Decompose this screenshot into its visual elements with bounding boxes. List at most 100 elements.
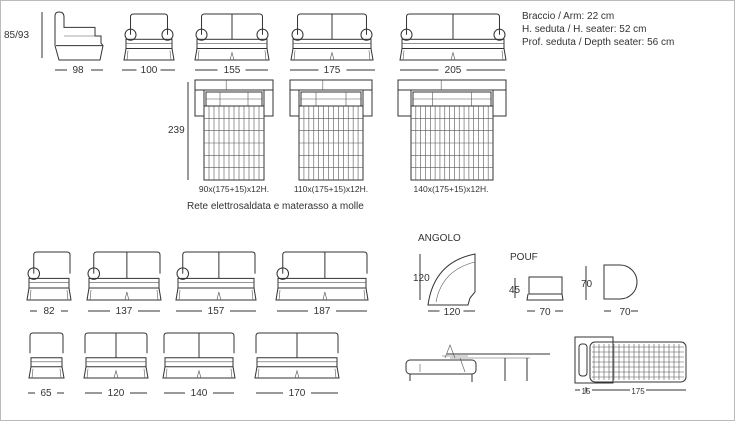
bed-arm xyxy=(194,89,205,117)
bed-caption: 140x(175+15)x12H. xyxy=(414,184,489,194)
line xyxy=(368,50,371,61)
line xyxy=(230,368,233,379)
seat-band xyxy=(88,277,160,289)
line xyxy=(264,50,267,61)
skirt xyxy=(290,48,374,61)
line xyxy=(59,368,62,379)
pleat xyxy=(196,369,202,379)
bed-net xyxy=(589,341,687,383)
line xyxy=(31,368,34,379)
pleat xyxy=(450,51,456,61)
sofa-front-view xyxy=(26,251,72,301)
line xyxy=(278,289,281,301)
pouf-title: POUF xyxy=(510,252,538,263)
skirt xyxy=(399,48,507,61)
sofa-back xyxy=(29,332,64,354)
angolo-height: 120 xyxy=(413,273,430,284)
sofa-front-view xyxy=(399,13,507,61)
arm-roll xyxy=(360,28,373,41)
line xyxy=(29,289,32,301)
spec-arm: Braccio / Arm: 22 cm xyxy=(522,11,614,22)
arm-roll xyxy=(291,28,304,41)
bed-back xyxy=(397,79,507,91)
pleat xyxy=(294,369,300,379)
pouf-rect-width: 70 xyxy=(539,307,551,318)
sofa-frame xyxy=(574,336,614,384)
mechanism-length: 175 xyxy=(631,387,645,396)
width-label: 120 xyxy=(108,388,125,399)
line xyxy=(363,289,366,301)
pleat xyxy=(124,291,130,301)
pouf-rect xyxy=(528,276,563,295)
width-label: 82 xyxy=(43,306,55,317)
corner-piece xyxy=(427,253,476,306)
arm-roll xyxy=(195,28,208,41)
skirt xyxy=(83,366,149,379)
width-label: 155 xyxy=(224,65,241,76)
pleat xyxy=(216,291,222,301)
angolo-title: ANGOLO xyxy=(418,233,461,244)
spec-seat-depth: Prof. seduta / Depth seater: 56 cm xyxy=(522,37,674,48)
bed-arm xyxy=(263,89,274,117)
width-label: 98 xyxy=(72,65,84,76)
skirt xyxy=(175,287,257,301)
line xyxy=(293,50,296,61)
width-label: 170 xyxy=(289,388,306,399)
pouf-round-height: 70 xyxy=(581,279,593,290)
bed-note: Rete elettrosaldata e materasso a molle xyxy=(187,201,364,212)
seat-band xyxy=(256,357,338,368)
pouf-round-width: 70 xyxy=(619,307,631,318)
sofa-front-view xyxy=(254,332,340,379)
sofa-side-view xyxy=(54,11,104,61)
seat-band xyxy=(28,277,70,289)
bed-arm xyxy=(362,89,373,117)
angolo-width: 120 xyxy=(444,307,461,318)
line xyxy=(402,50,405,61)
arm-roll xyxy=(161,28,174,41)
bed-arm xyxy=(289,89,300,117)
seat-band xyxy=(30,357,63,368)
bed-caption: 90x(175+15)x12H. xyxy=(199,184,269,194)
width-label: 100 xyxy=(141,65,158,76)
sofa-front-view xyxy=(290,13,374,61)
sofa-front-view xyxy=(275,251,369,301)
bed-arm xyxy=(492,89,507,117)
pleat xyxy=(322,291,328,301)
sofa-front-view xyxy=(123,13,175,61)
spec-seat-height: H. seduta / H. seater: 52 cm xyxy=(522,24,647,35)
sofa-front-view xyxy=(162,332,236,379)
skirt xyxy=(123,48,175,61)
bed-back xyxy=(194,79,274,91)
line xyxy=(89,289,92,301)
line xyxy=(501,50,504,61)
arm-roll xyxy=(276,267,290,280)
width-label: 157 xyxy=(208,306,225,317)
frame xyxy=(405,359,477,375)
sofa-bed-plan xyxy=(397,79,507,181)
seat-band xyxy=(125,38,173,49)
arm-roll xyxy=(176,267,190,280)
round-pouf xyxy=(603,264,638,300)
line xyxy=(165,368,168,379)
arm-roll xyxy=(27,267,41,280)
row1-height-label: 85/93 xyxy=(4,30,29,41)
arm xyxy=(578,343,588,377)
sofa-front-view xyxy=(83,332,149,379)
skirt xyxy=(162,366,236,379)
sofa-bed-plan xyxy=(289,79,373,181)
pleat xyxy=(229,51,235,61)
line xyxy=(334,368,337,379)
line xyxy=(143,368,146,379)
bed-mechanism-top-view xyxy=(574,336,687,384)
arm-roll xyxy=(124,28,137,41)
sofa-front-view xyxy=(194,13,270,61)
bed-back xyxy=(289,79,373,91)
skirt xyxy=(254,366,340,379)
width-label: 205 xyxy=(445,65,462,76)
seat-band xyxy=(196,38,268,49)
headrest xyxy=(442,344,468,359)
bed-mechanism-side-view xyxy=(405,344,550,382)
pleat xyxy=(113,369,119,379)
